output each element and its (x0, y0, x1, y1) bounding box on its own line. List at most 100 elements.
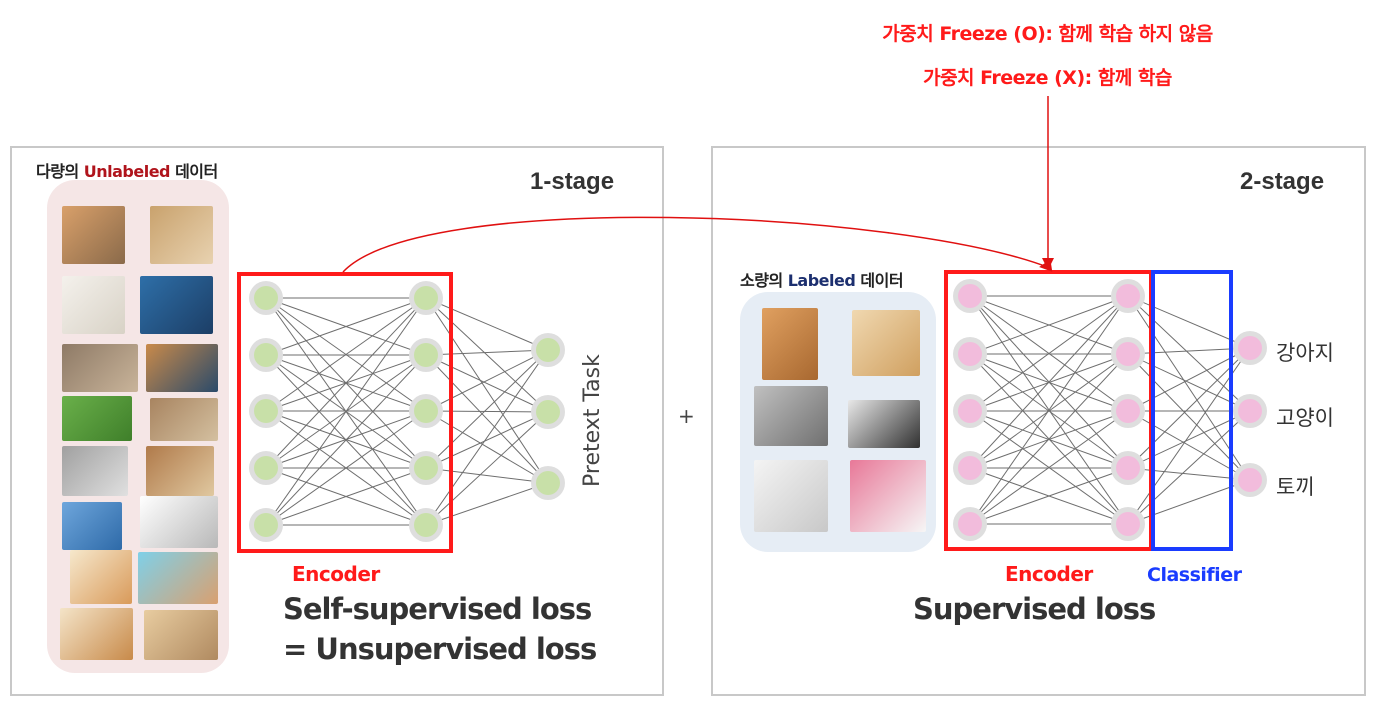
rabbit-image (70, 550, 132, 604)
stage1-edge (425, 411, 549, 469)
cat-image (62, 502, 122, 550)
stage1-edge (425, 349, 549, 412)
stage1-nodes (249, 281, 565, 542)
stage2-edge (969, 353, 1129, 525)
freeze-pointer-head (1042, 258, 1054, 270)
stage2-node (1116, 342, 1140, 366)
stage1-encoder-label: Encoder (292, 562, 380, 586)
stage1-edge (425, 410, 549, 484)
stage1-data-prefix: 다량의 (36, 162, 84, 181)
stage2-node (1238, 336, 1262, 360)
stage2-data-suffix: 데이터 (855, 271, 904, 290)
cat-image (754, 386, 828, 446)
stage1-edge (265, 297, 427, 412)
dog-image (62, 206, 125, 264)
stage2-edge (969, 295, 1129, 469)
dog-image (62, 276, 125, 334)
cat-image (140, 496, 218, 548)
stage1-node (414, 513, 438, 537)
classifier-box (1151, 270, 1233, 551)
stage1-edge (265, 354, 427, 526)
stage1-edge (265, 297, 427, 356)
stage2-node (958, 512, 982, 536)
stage2-edges (969, 295, 1251, 525)
cat-image (848, 400, 920, 448)
stage1-node (414, 343, 438, 367)
cat-image (146, 446, 214, 496)
stage1-edge (425, 411, 549, 526)
pretext-task-label: Pretext Task (580, 354, 605, 487)
stage1-edge (265, 297, 427, 526)
stage1-edge (425, 482, 549, 526)
stage1-edge (265, 297, 427, 469)
stage1-edge (425, 410, 549, 413)
stage1-node (536, 471, 560, 495)
stage1-edge (425, 467, 549, 484)
dog-image (762, 308, 818, 380)
stage2-node (1116, 456, 1140, 480)
rabbit-image (754, 460, 828, 532)
freeze-x-note: 가중치 Freeze (X): 함께 학습 (923, 67, 1172, 89)
stage1-edge (425, 349, 549, 356)
classifier-label: Classifier (1147, 564, 1242, 586)
stage2-node (1116, 512, 1140, 536)
stage1-data-highlight: Unlabeled (83, 162, 171, 181)
dog-image (140, 276, 213, 334)
stage1-node (254, 286, 278, 310)
stage1-edges (265, 297, 549, 526)
stage1-edge (425, 297, 549, 413)
stage1-node (254, 343, 278, 367)
stage2-nodes (953, 279, 1267, 541)
stage2-node (958, 342, 982, 366)
stage2-node (958, 399, 982, 423)
rabbit-image (850, 460, 926, 532)
stage1-edge (265, 410, 427, 526)
rabbit-image (60, 608, 133, 660)
stage1-edge (425, 354, 549, 413)
stage1-node (254, 399, 278, 423)
class-label-cat: 고양이 (1276, 406, 1334, 430)
cat-image (62, 446, 128, 496)
stage1-loss-line1: Self-supervised loss (283, 592, 592, 626)
stage1-loss-line2: = Unsupervised loss (283, 632, 597, 666)
class-label-rabbit: 토끼 (1276, 475, 1315, 499)
dog-image (852, 310, 920, 376)
stage2-edge (969, 410, 1129, 525)
stage2-data-highlight: Labeled (787, 271, 856, 290)
stage1-edge (425, 297, 549, 484)
stage2-data-heading: 소량의 Labeled 데이터 (740, 267, 904, 291)
stage1-edge (265, 467, 427, 526)
stage1-node (536, 400, 560, 424)
stage1-edge (425, 349, 549, 526)
cat-image (150, 398, 218, 441)
stage1-data-suffix: 데이터 (170, 162, 218, 181)
stage2-data-prefix: 소량의 (740, 271, 788, 290)
rabbit-image (138, 552, 218, 604)
dog-image (146, 344, 218, 392)
stage2-edge (969, 295, 1129, 525)
rabbit-image (144, 610, 218, 660)
stage2-node (1116, 399, 1140, 423)
dog-image (62, 344, 138, 392)
stage1-encoder-box (237, 272, 453, 553)
stage2-edge (969, 295, 1129, 412)
stage1-node (414, 286, 438, 310)
freeze-o-note: 가중치 Freeze (O): 함께 학습 하지 않음 (882, 23, 1213, 45)
stage1-node (414, 399, 438, 423)
stage2-node (1116, 284, 1140, 308)
stage2-loss: Supervised loss (913, 592, 1156, 626)
stage2-title: 2-stage (1240, 168, 1325, 195)
plus-sign: + (678, 404, 695, 428)
stage2-edge (969, 467, 1129, 525)
stage2-node (958, 456, 982, 480)
stage2-node (958, 284, 982, 308)
stage2-encoder-label: Encoder (1005, 562, 1093, 586)
stage1-edge (425, 354, 549, 484)
stage1-title: 1-stage (530, 168, 615, 195)
stage1-edge (425, 297, 549, 351)
stage2-edge (969, 295, 1129, 355)
dog-image (150, 206, 213, 264)
transfer-arrow (342, 216, 1051, 273)
stage2-node (1238, 399, 1262, 423)
stage1-node (414, 456, 438, 480)
